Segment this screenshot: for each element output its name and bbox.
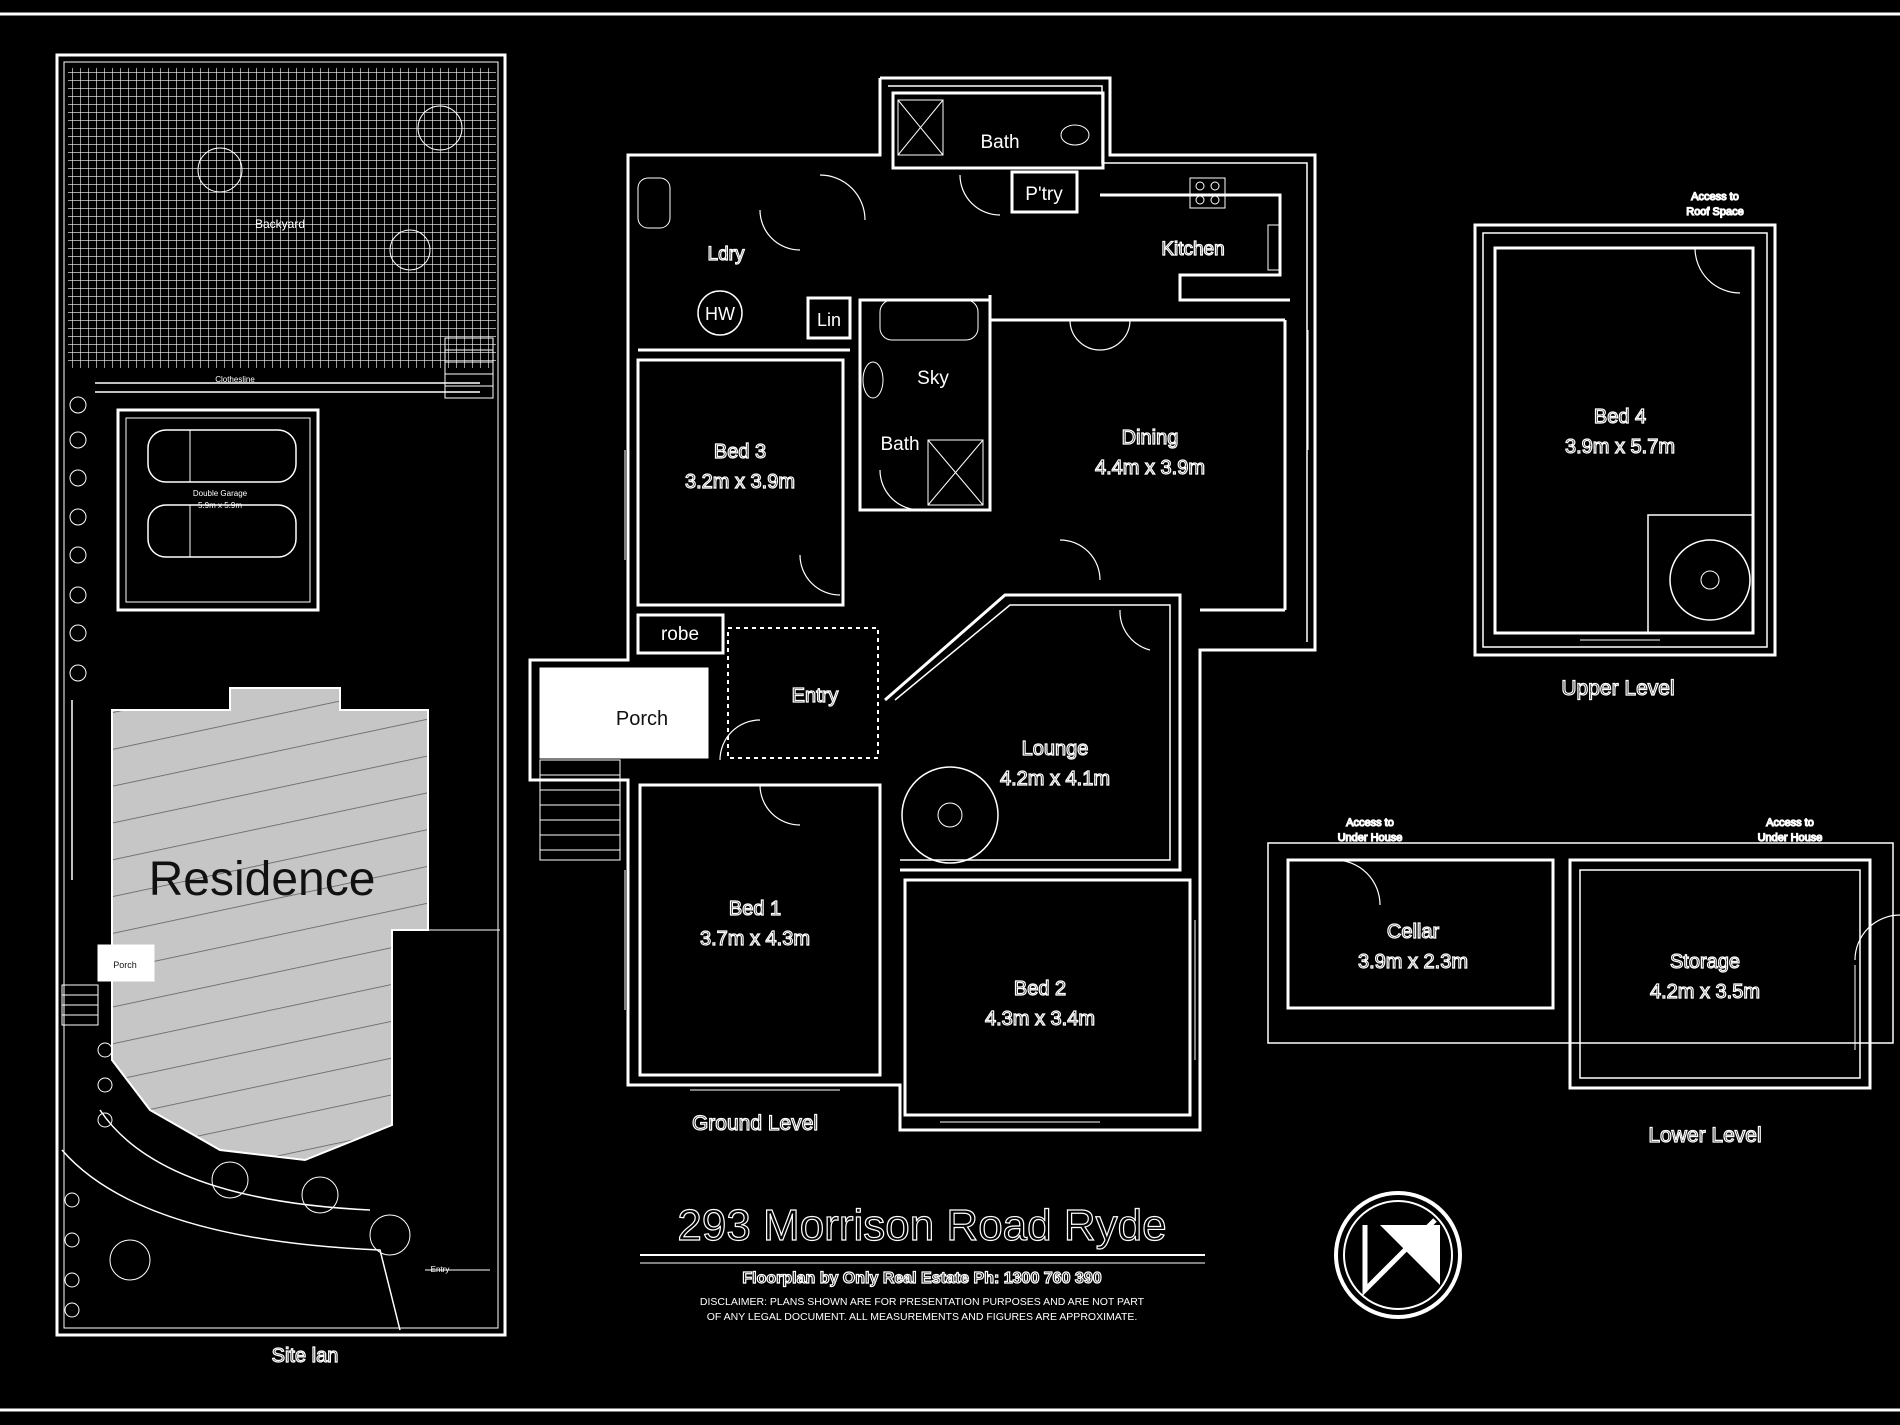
bed1-size-label: 3.7m x 4.3m bbox=[700, 928, 810, 950]
under-house-access-right-2: Under House bbox=[1758, 832, 1823, 844]
laundry-label: Ldry bbox=[708, 244, 745, 265]
storage-size-label: 4.2m x 3.5m bbox=[1650, 981, 1760, 1003]
garage-size-label: 5.9m x 5.9m bbox=[198, 501, 242, 510]
north-compass bbox=[1334, 1191, 1462, 1319]
disclaimer-line-2: OF ANY LEGAL DOCUMENT. ALL MEASUREMENTS … bbox=[707, 1311, 1138, 1323]
bed2-size-label: 4.3m x 3.4m bbox=[985, 1008, 1095, 1030]
cellar-size-label: 3.9m x 2.3m bbox=[1358, 951, 1468, 973]
credit-line: Floorplan by Only Real Estate Ph: 1300 7… bbox=[742, 1270, 1101, 1287]
lounge-size-label: 4.2m x 4.1m bbox=[1000, 768, 1110, 790]
under-house-access-left-1: Access to bbox=[1346, 817, 1394, 829]
robe-label: robe bbox=[661, 624, 699, 645]
upper-level-plan bbox=[1473, 223, 1777, 657]
spiral-stair-icon bbox=[901, 766, 999, 864]
linen-label: Lin bbox=[817, 310, 841, 330]
disclaimer-line-1: DISCLAIMER: PLANS SHOWN ARE FOR PRESENTA… bbox=[700, 1296, 1145, 1308]
lower-level-caption: Lower Level bbox=[1648, 1124, 1761, 1147]
ground-level-plan bbox=[528, 76, 1317, 1132]
roof-access-label-2: Roof Space bbox=[1686, 206, 1743, 218]
roof-access-label-1: Access to bbox=[1691, 191, 1739, 203]
bath-top-label: Bath bbox=[980, 132, 1019, 153]
site-porch-label: Porch bbox=[113, 960, 137, 970]
sky-label: Sky bbox=[917, 368, 949, 389]
residence-label: Residence bbox=[149, 853, 376, 906]
front-steps bbox=[61, 984, 99, 1026]
pantry-label: P'try bbox=[1025, 184, 1063, 205]
dining-name-label: Dining bbox=[1122, 427, 1179, 449]
bed3-size-label: 3.2m x 3.9m bbox=[685, 471, 795, 493]
storage-name-label: Storage bbox=[1670, 951, 1740, 973]
cellar-name-label: Cellar bbox=[1387, 921, 1440, 943]
bed3-name-label: Bed 3 bbox=[714, 441, 766, 463]
driveway-path bbox=[61, 1149, 401, 1331]
bed2-name-label: Bed 2 bbox=[1014, 978, 1066, 1000]
upper-level-caption: Upper Level bbox=[1561, 677, 1674, 700]
hw-label: HW bbox=[705, 304, 735, 324]
title-block bbox=[640, 1254, 1205, 1264]
address-title: 293 Morrison Road Ryde bbox=[677, 1201, 1166, 1250]
under-house-access-right-1: Access to bbox=[1766, 817, 1814, 829]
dining-size-label: 4.4m x 3.9m bbox=[1095, 457, 1205, 479]
spiral-stair-upper-icon bbox=[1669, 539, 1751, 621]
lower-level-plan bbox=[1267, 842, 1900, 1090]
bath-mid-label: Bath bbox=[880, 434, 919, 455]
backyard-area bbox=[68, 68, 496, 368]
garage bbox=[116, 408, 320, 612]
ground-level-caption: Ground Level bbox=[692, 1112, 818, 1135]
bed1-name-label: Bed 1 bbox=[729, 898, 781, 920]
entry-label: Entry bbox=[792, 685, 839, 707]
porch-label: Porch bbox=[616, 708, 668, 730]
hedge bbox=[69, 396, 87, 682]
bed4-name-label: Bed 4 bbox=[1594, 406, 1646, 428]
backyard-label: Backyard bbox=[255, 217, 305, 231]
bed4-size-label: 3.9m x 5.7m bbox=[1565, 436, 1675, 458]
under-house-access-left-2: Under House bbox=[1338, 832, 1403, 844]
porch-stairs bbox=[539, 759, 621, 861]
residence-footprint bbox=[111, 687, 429, 1162]
garage-label: Double Garage bbox=[193, 489, 248, 498]
site-plan-caption: Site lan bbox=[272, 1345, 339, 1367]
site-entry-label: Entry bbox=[431, 1265, 450, 1274]
page-border bbox=[0, 12, 1900, 1412]
clothesline-label: Clothesline bbox=[215, 375, 255, 384]
kitchen-label: Kitchen bbox=[1161, 239, 1224, 260]
site-plan bbox=[55, 53, 507, 1337]
stairs-backyard bbox=[444, 337, 494, 399]
lounge-name-label: Lounge bbox=[1022, 738, 1089, 760]
hot-water-unit-icon bbox=[697, 290, 743, 336]
